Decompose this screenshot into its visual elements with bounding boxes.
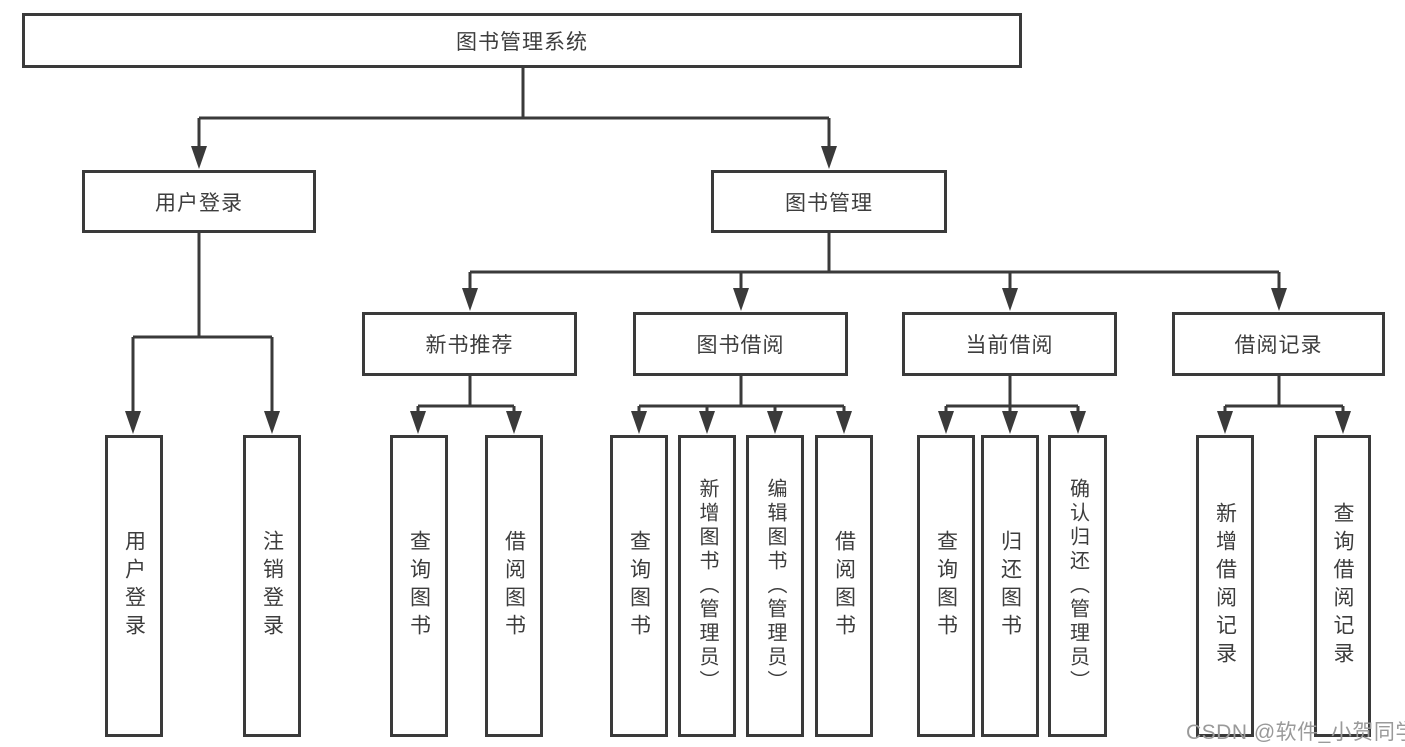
leaf-logout: 注销登录 (243, 435, 301, 737)
leaf-query-books-borrow: 查询图书 (610, 435, 668, 737)
leaf-add-borrow-record-label: 新增借阅记录 (1213, 502, 1237, 670)
connector-login-to-leaves (125, 233, 280, 434)
leaf-return-books: 归还图书 (981, 435, 1039, 737)
connector-records-to-leaves (1217, 376, 1351, 434)
node-new-book-recommendation: 新书推荐 (362, 312, 577, 376)
node-book-borrowing-label: 图书借阅 (696, 334, 785, 357)
node-system-root-label: 图书管理系统 (456, 30, 588, 54)
leaf-logout-label: 注销登录 (260, 530, 284, 642)
leaf-user-login: 用户登录 (105, 435, 163, 737)
connector-root-to-level2 (191, 68, 837, 169)
leaf-query-books-recommend-label: 查询图书 (407, 530, 431, 642)
leaf-edit-books-admin: 编辑图书（管理员） (746, 435, 804, 737)
leaf-query-borrow-record-label: 查询借阅记录 (1331, 502, 1354, 670)
leaf-user-login-label: 用户登录 (122, 530, 146, 642)
leaf-return-books-label: 归还图书 (998, 530, 1022, 642)
leaf-confirm-return-admin-label: 确认归还（管理员） (1066, 478, 1089, 694)
leaf-borrow-books-label: 借阅图书 (832, 530, 856, 642)
node-book-management: 图书管理 (711, 170, 947, 233)
node-book-borrowing: 图书借阅 (633, 312, 848, 376)
node-user-login-label: 用户登录 (155, 191, 243, 215)
node-user-login: 用户登录 (82, 170, 316, 233)
node-borrowing-records: 借阅记录 (1172, 312, 1385, 376)
leaf-query-books-current: 查询图书 (917, 435, 975, 737)
node-system-root: 图书管理系统 (22, 13, 1022, 68)
node-current-borrowing: 当前借阅 (902, 312, 1117, 376)
connector-management-to-level3 (462, 233, 1287, 311)
node-new-book-recommendation-label: 新书推荐 (425, 334, 514, 357)
leaf-query-books-recommend: 查询图书 (390, 435, 448, 737)
connector-recommend-to-leaves (410, 376, 522, 434)
leaf-confirm-return-admin: 确认归还（管理员） (1048, 435, 1107, 737)
leaf-query-books-current-label: 查询图书 (934, 530, 958, 642)
node-current-borrowing-label: 当前借阅 (965, 334, 1054, 357)
leaf-edit-books-admin-label: 编辑图书（管理员） (764, 478, 786, 694)
leaf-query-borrow-record: 查询借阅记录 (1314, 435, 1371, 737)
connector-borrow-to-leaves (631, 376, 852, 434)
connector-current-to-leaves (938, 376, 1086, 434)
leaf-add-books-admin: 新增图书（管理员） (678, 435, 736, 737)
leaf-borrow-books: 借阅图书 (815, 435, 873, 737)
leaf-borrow-books-recommend-label: 借阅图书 (502, 530, 526, 642)
leaf-borrow-books-recommend: 借阅图书 (485, 435, 543, 737)
watermark: CSDN @软件_小贺同学 (1186, 721, 1405, 744)
leaf-add-books-admin-label: 新增图书（管理员） (696, 478, 718, 694)
leaf-query-books-borrow-label: 查询图书 (627, 530, 651, 642)
node-borrowing-records-label: 借阅记录 (1234, 334, 1323, 357)
node-book-management-label: 图书管理 (785, 191, 873, 215)
leaf-add-borrow-record: 新增借阅记录 (1196, 435, 1254, 737)
